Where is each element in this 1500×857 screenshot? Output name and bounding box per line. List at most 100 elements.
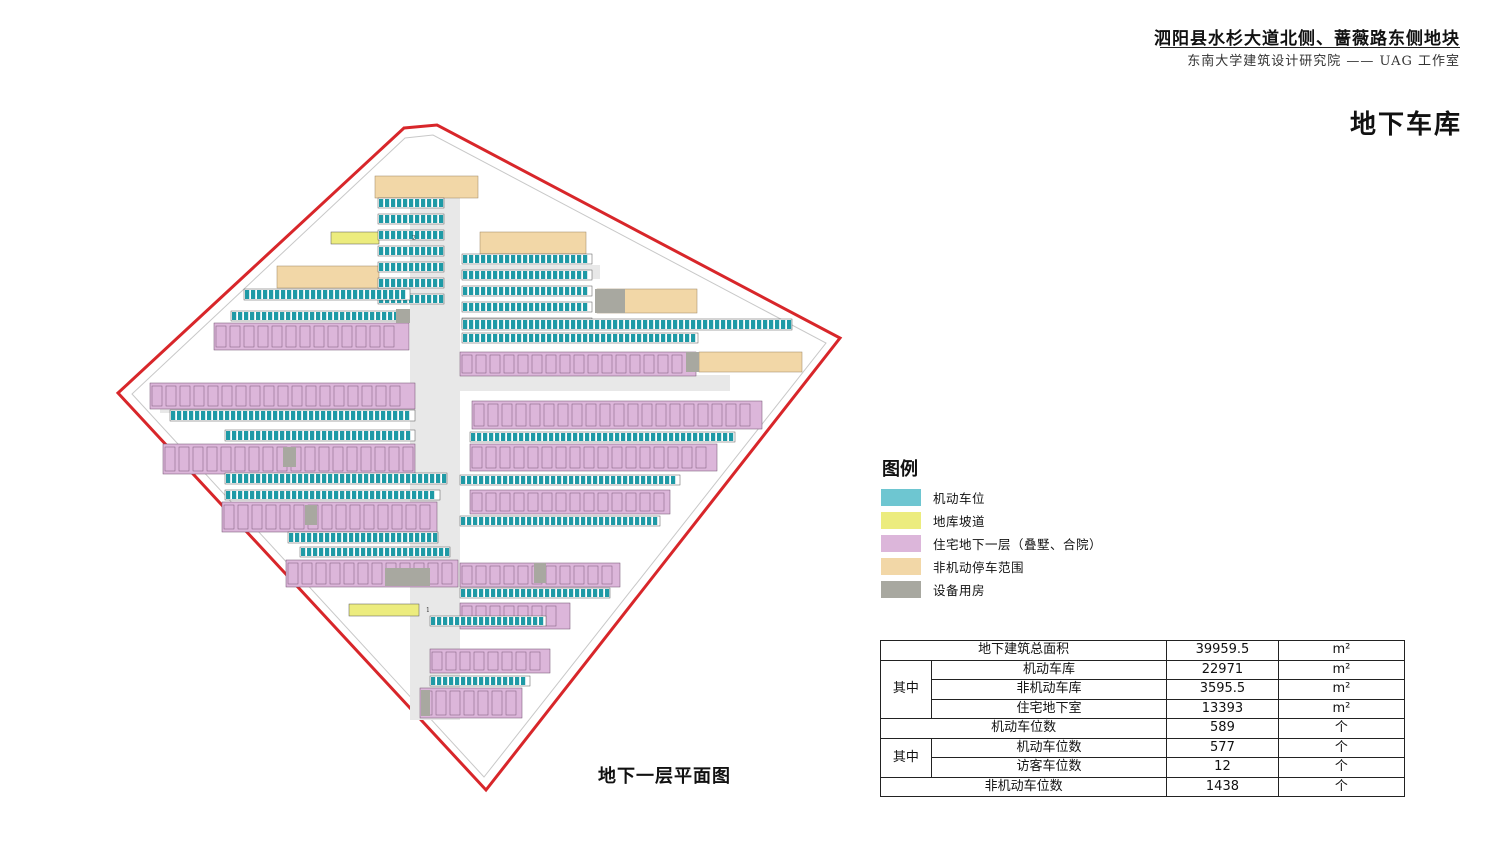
parking-stall (379, 247, 384, 255)
parking-stall (781, 320, 786, 329)
parking-stall (352, 491, 357, 499)
parking-stall (471, 433, 476, 441)
parking-stall (244, 431, 249, 440)
residential-unit (503, 354, 515, 374)
parking-stall (469, 255, 474, 263)
parking-stall (575, 517, 580, 525)
residential-unit (517, 565, 529, 585)
parking-stall (509, 589, 514, 597)
residential-unit (653, 446, 665, 469)
parking-stall (340, 474, 345, 483)
residential-unit (249, 385, 261, 407)
parking-stall (505, 255, 510, 263)
residential-unit (327, 325, 339, 348)
parking-stall (388, 491, 393, 499)
residential-unit (573, 565, 585, 585)
parking-stall (529, 271, 534, 279)
parking-stall (533, 517, 538, 525)
residential-unit (206, 446, 218, 472)
parking-stall (401, 290, 406, 299)
parking-stall (511, 320, 516, 329)
residential-unit (559, 565, 571, 585)
parking-stall (262, 491, 267, 499)
plan-blocks (149, 175, 803, 720)
parking-stall (391, 247, 396, 255)
parking-stall (639, 433, 644, 441)
residential-unit (343, 562, 355, 585)
parking-stall (617, 517, 622, 525)
residential-unit (435, 690, 447, 716)
parking-stall (337, 533, 342, 542)
parking-stall (511, 334, 516, 342)
parking-stall (301, 548, 306, 556)
parking-stall (551, 589, 556, 597)
table-row: 其中 机动车位数 577 个 (880, 737, 1406, 778)
parking-stall (327, 411, 332, 420)
parking-stall (515, 617, 520, 625)
parking-stall (262, 474, 267, 483)
parking-stall (274, 312, 279, 320)
parking-stall (433, 548, 438, 556)
parking-stall (499, 255, 504, 263)
parking-stall (358, 312, 363, 320)
parking-stall (481, 303, 486, 311)
parking-stall (373, 533, 378, 542)
parking-stall (565, 255, 570, 263)
parking-stall (433, 247, 438, 255)
table-cell-group: 其中 (880, 737, 932, 778)
parking-stall (685, 320, 690, 329)
parking-stall (232, 491, 237, 499)
residential-block (471, 400, 763, 430)
parking-stall (551, 476, 556, 484)
parking-stall (232, 431, 237, 440)
residential-unit (639, 446, 651, 469)
parking-stall (469, 271, 474, 279)
parking-stall (403, 215, 408, 223)
parking-stall (505, 334, 510, 342)
parking-stall (213, 411, 218, 420)
parking-stall (304, 491, 309, 499)
residential-unit (299, 325, 311, 348)
parking-stall (437, 617, 442, 625)
equipment-room (421, 690, 430, 716)
residential-unit (473, 403, 485, 427)
parking-stall (439, 215, 444, 223)
parking-stall (415, 548, 420, 556)
parking-stall (334, 312, 339, 320)
parking-stall (403, 533, 408, 542)
parking-stall (521, 677, 526, 685)
legend-label: 非机动停车范围 (933, 560, 1025, 575)
parking-stall (661, 334, 666, 342)
parking-stall (501, 433, 506, 441)
residential-unit (229, 325, 241, 348)
parking-stall (334, 491, 339, 499)
table-cell-unit: m² (1277, 679, 1406, 700)
parking-stall (485, 517, 490, 525)
parking-stall (424, 474, 429, 483)
parking-stall (244, 312, 249, 320)
residential-unit (555, 446, 567, 469)
residential-unit (318, 446, 330, 472)
parking-stall (637, 320, 642, 329)
parking-stall (461, 517, 466, 525)
residential-unit (583, 446, 595, 469)
parking-stall (559, 303, 564, 311)
parking-stall (310, 312, 315, 320)
parking-stall (533, 617, 538, 625)
residential-unit (499, 446, 511, 469)
parking-stall (461, 617, 466, 625)
parking-stall (421, 215, 426, 223)
parking-stall (505, 303, 510, 311)
parking-stall (481, 287, 486, 295)
parking-stall (715, 320, 720, 329)
parking-stall (262, 312, 267, 320)
residential-unit (505, 690, 517, 716)
parking-stall (509, 617, 514, 625)
residential-unit (643, 354, 655, 374)
table-cell-value: 1438 (1166, 776, 1279, 797)
parking-stall (321, 411, 326, 420)
parking-stall (364, 491, 369, 499)
parking-stall (675, 433, 680, 441)
parking-stall (427, 548, 432, 556)
residential-unit (477, 690, 489, 716)
